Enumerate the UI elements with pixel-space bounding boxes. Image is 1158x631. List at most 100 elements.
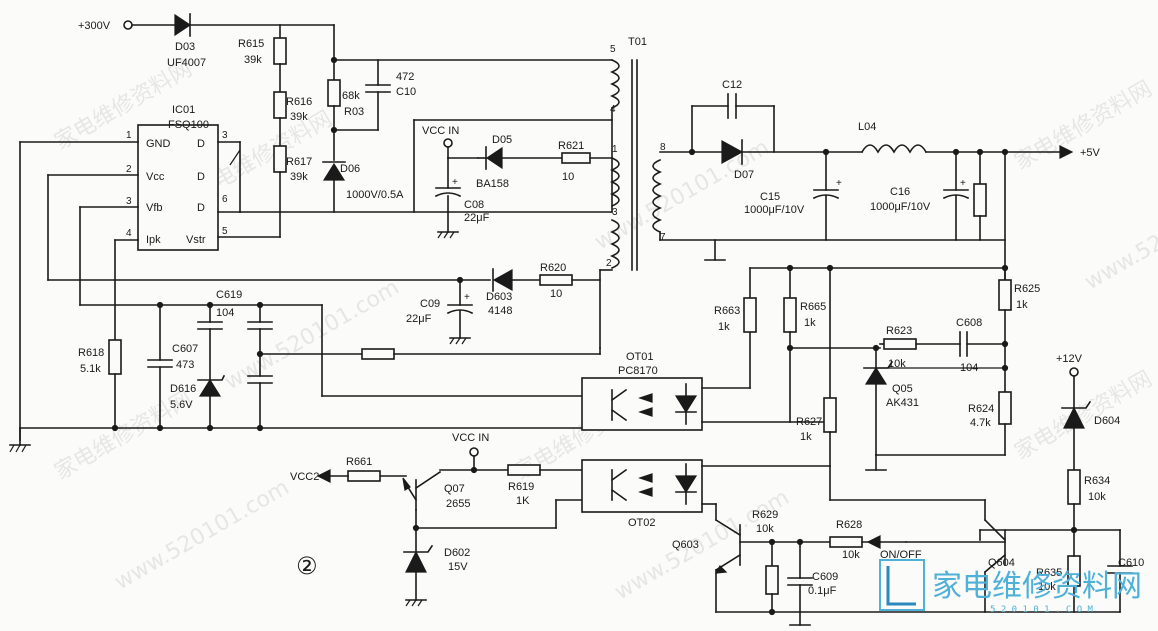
- svg-text:D604: D604: [1094, 415, 1120, 427]
- svg-text:3: 3: [126, 196, 132, 207]
- svg-text:R615: R615: [238, 38, 264, 50]
- svg-text:472: 472: [396, 71, 414, 83]
- svg-text:C08: C08: [464, 199, 484, 211]
- svg-text:R625: R625: [1014, 283, 1040, 295]
- svg-text:4148: 4148: [488, 305, 512, 317]
- resistor-r661: [347, 470, 381, 482]
- watermark-text: www.520101.com: [591, 135, 774, 255]
- svg-text:R629: R629: [752, 509, 778, 521]
- svg-text:10k: 10k: [756, 523, 774, 535]
- feedback-network-primary: C619 104 R618 5.1k C607 473 D616 5.6V: [9, 289, 601, 453]
- watermark-text: 家电维修资料网: [1011, 367, 1157, 466]
- svg-text:C12: C12: [722, 79, 742, 91]
- resistor-r625: [998, 279, 1012, 311]
- zener-d616-icon: [198, 378, 222, 397]
- svg-text:C607: C607: [172, 343, 198, 355]
- svg-text:+: +: [960, 178, 966, 189]
- svg-text:R624: R624: [968, 403, 994, 415]
- resistor-r621: [561, 152, 591, 164]
- svg-text:C16: C16: [890, 186, 910, 198]
- svg-text:1: 1: [126, 130, 132, 141]
- svg-text:R663: R663: [714, 305, 740, 317]
- svg-text:15V: 15V: [448, 561, 468, 573]
- svg-text:473: 473: [176, 359, 194, 371]
- net-label-onoff: ON/OFF: [880, 549, 922, 561]
- svg-text:D: D: [197, 202, 205, 214]
- resistor-r627: [823, 397, 837, 433]
- figure-number: ②: [296, 552, 318, 580]
- svg-text:2: 2: [606, 258, 612, 269]
- svg-text:8: 8: [660, 142, 666, 153]
- svg-text:10: 10: [550, 288, 562, 300]
- svg-text:T01: T01: [628, 36, 647, 48]
- watermark-text: www.520101.com: [221, 275, 404, 395]
- resistor-r620: [539, 274, 573, 286]
- resistor-r665: [783, 297, 797, 333]
- svg-text:Vfb: Vfb: [146, 202, 163, 214]
- svg-text:4: 4: [610, 104, 616, 115]
- svg-text:Ipk: Ipk: [146, 234, 161, 246]
- svg-text:C610: C610: [1118, 557, 1144, 569]
- svg-text:Q05: Q05: [892, 383, 913, 395]
- svg-text:6: 6: [222, 194, 228, 205]
- svg-text:4: 4: [126, 228, 132, 239]
- arrow-icon: [866, 535, 881, 549]
- resistor-r628: [829, 536, 863, 548]
- logo-url: 5 2 0 1 0 1 . C O M: [990, 605, 1094, 615]
- resistor-r629: [765, 565, 779, 595]
- site-logo: 家电维修资料网 5 2 0 1 0 1 . C O M: [879, 559, 1142, 615]
- vcc-bootstrap: R620 10 D603 4148 + C09 22μF: [47, 262, 613, 349]
- svg-text:1000V/0.5A: 1000V/0.5A: [346, 189, 404, 201]
- svg-text:Q604: Q604: [988, 557, 1015, 569]
- svg-text:R618: R618: [78, 347, 104, 359]
- svg-text:1: 1: [612, 144, 618, 155]
- aux-vcc-supply: VCC IN D05 BA158 R621 10 + C08 22μF: [413, 119, 613, 239]
- svg-text:10: 10: [562, 171, 574, 183]
- svg-text:FSQ100: FSQ100: [168, 119, 209, 131]
- svg-text:BA158: BA158: [476, 178, 509, 190]
- diode-d03-icon: [174, 13, 192, 37]
- svg-text:1k: 1k: [718, 321, 730, 333]
- svg-text:+: +: [836, 178, 842, 189]
- svg-text:D06: D06: [340, 163, 360, 175]
- svg-text:D: D: [197, 138, 205, 150]
- svg-text:GND: GND: [146, 138, 171, 150]
- svg-text:D602: D602: [444, 547, 470, 559]
- optocoupler-ot01: OT01 PC8170: [581, 331, 831, 431]
- svg-text:R616: R616: [286, 96, 312, 108]
- resistor-r616: [273, 91, 287, 119]
- output-12v-switch: +12V D604 R634 10k Q604 R635 10k C610: [829, 353, 1144, 613]
- resistor-string: R615 39k R616 39k R617 39k: [238, 24, 312, 238]
- svg-text:0.1μF: 0.1μF: [808, 585, 837, 597]
- resistor-r615: [273, 37, 287, 65]
- svg-text:10k: 10k: [888, 358, 906, 370]
- svg-text:C608: C608: [956, 317, 982, 329]
- shunt-regulator-q05-icon: [864, 366, 888, 385]
- svg-text:OT01: OT01: [626, 351, 654, 363]
- svg-text:C15: C15: [760, 191, 780, 203]
- net-label-5v: +5V: [1080, 147, 1101, 159]
- svg-text:R634: R634: [1084, 475, 1110, 487]
- svg-text:R661: R661: [346, 456, 372, 468]
- resistor-r624: [998, 391, 1012, 425]
- svg-text:R623: R623: [886, 325, 912, 337]
- transformer-t01: T01 5 4 1 3 2 8 7: [606, 36, 1006, 271]
- svg-text:1000μF/10V: 1000μF/10V: [744, 204, 805, 216]
- svg-text:104: 104: [216, 307, 234, 319]
- svg-text:R635: R635: [1036, 567, 1062, 579]
- svg-text:C10: C10: [396, 86, 416, 98]
- svg-text:1000μF/10V: 1000μF/10V: [870, 201, 931, 213]
- svg-text:D03: D03: [175, 41, 195, 53]
- svg-text:10k: 10k: [1038, 581, 1056, 593]
- svg-text:Q603: Q603: [672, 539, 699, 551]
- svg-text:D: D: [197, 171, 205, 183]
- svg-text:D603: D603: [486, 291, 512, 303]
- input-300v: +300V D03 UF4007: [78, 13, 335, 69]
- svg-text:C619: C619: [216, 289, 242, 301]
- on-off-control: Q603 R629 10k C609 0.1μF R628 10k ON/OFF: [672, 509, 1121, 626]
- diode-d05-icon: [485, 146, 503, 170]
- svg-text:2655: 2655: [446, 498, 470, 510]
- zener-d602-icon: [405, 550, 427, 573]
- resistor-r03: [327, 79, 341, 107]
